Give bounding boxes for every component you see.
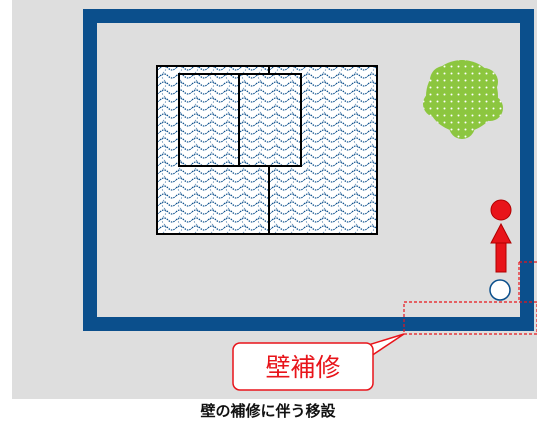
callout-box <box>232 342 374 391</box>
shrub-icon <box>423 60 503 139</box>
repair-zone <box>403 301 537 335</box>
red-circle-icon <box>490 199 512 221</box>
perimeter-wall <box>83 9 534 331</box>
callout: 壁補修 <box>232 333 405 391</box>
building-outline <box>156 65 378 235</box>
white-circle-icon <box>489 279 511 301</box>
up-arrow-icon <box>490 222 512 273</box>
building <box>156 65 378 235</box>
figure-caption: 壁の補修に伴う移設 <box>200 402 336 420</box>
callout-label: 壁補修 <box>265 353 340 382</box>
